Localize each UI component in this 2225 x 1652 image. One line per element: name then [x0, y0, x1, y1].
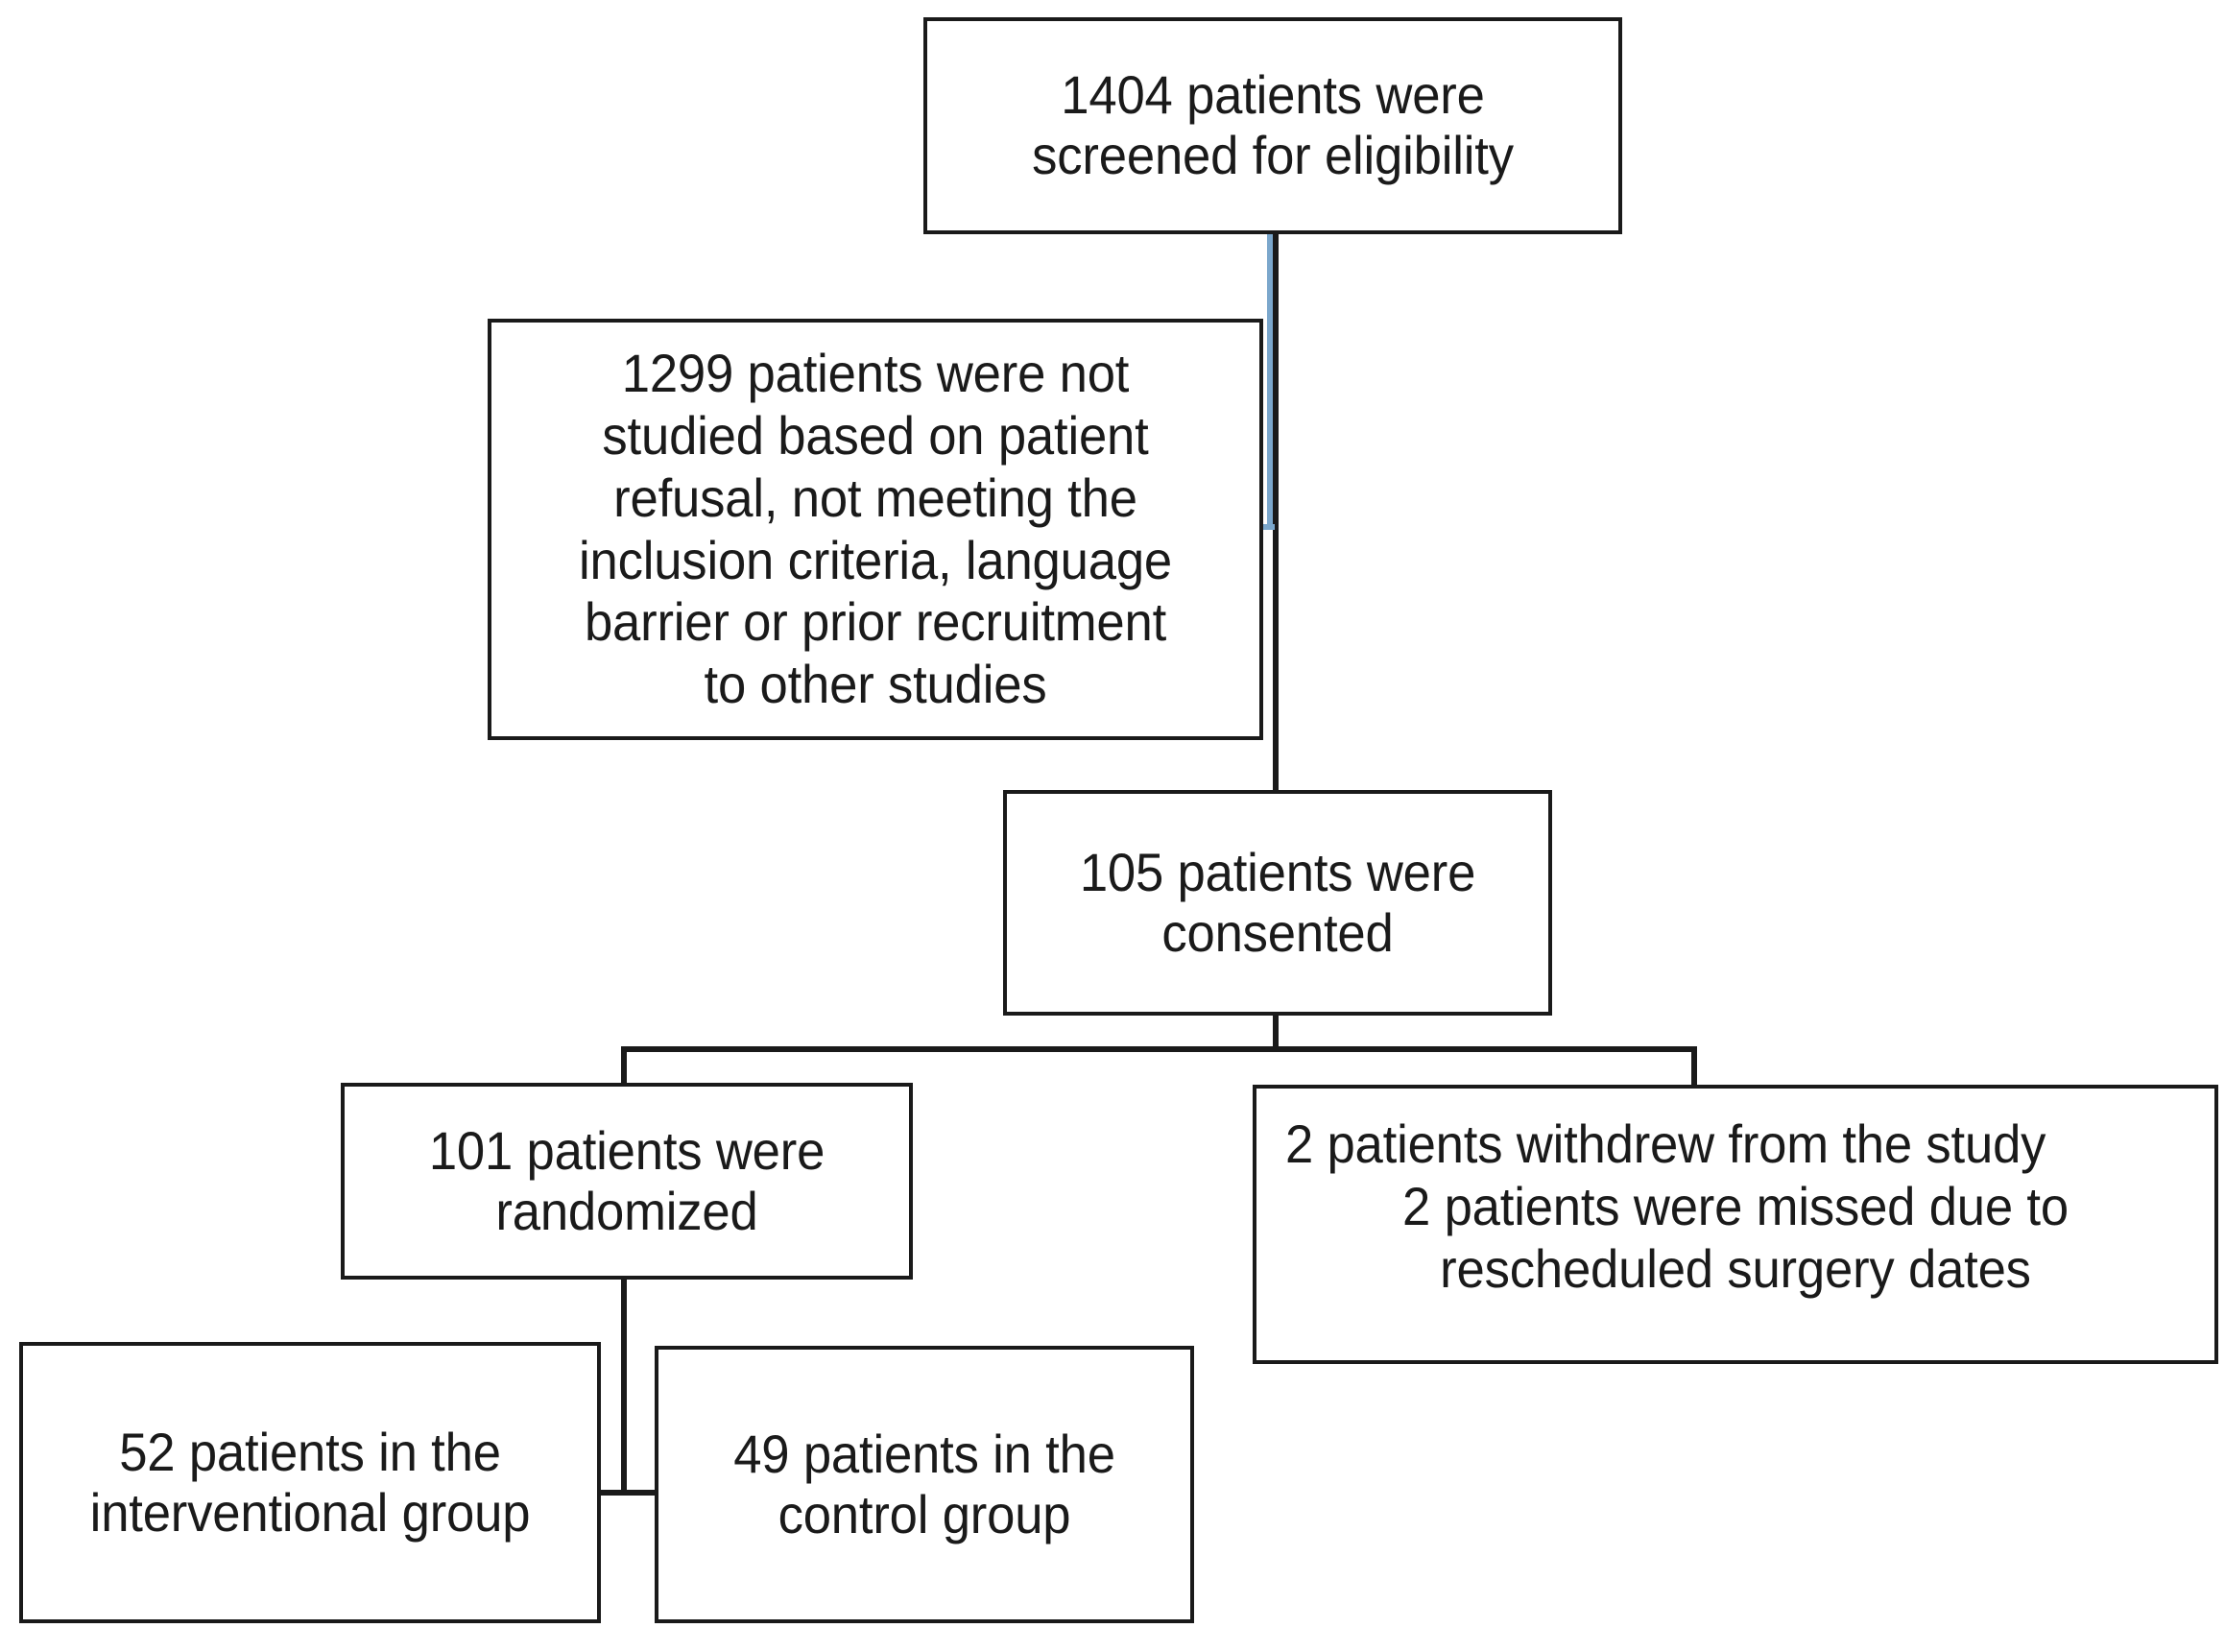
node-consented-label: 105 patients were consented	[1079, 841, 1476, 963]
node-withdrew-line-1: 2 patients withdrew from the study	[1284, 1113, 2046, 1174]
node-randomized-label: 101 patients were randomized	[428, 1119, 825, 1241]
node-not-studied: 1299 patients were not studied based on …	[488, 319, 1263, 740]
node-control-group-label: 49 patients in the control group	[733, 1423, 1115, 1544]
node-not-studied-label: 1299 patients were not studied based on …	[578, 342, 1173, 715]
connector-arms-horizontal-bar	[583, 1490, 661, 1496]
node-interventional-group: 52 patients in the interventional group	[19, 1342, 601, 1623]
node-consented: 105 patients were consented	[1003, 790, 1552, 1016]
connector-trunk-tint	[1267, 234, 1273, 528]
connector-split-to-withdrew	[1691, 1046, 1697, 1089]
connector-consented-down	[1273, 1012, 1279, 1052]
node-screened: 1404 patients were screened for eligibil…	[923, 17, 1622, 234]
node-control-group: 49 patients in the control group	[655, 1346, 1194, 1623]
node-withdrew-line-2: 2 patients were missed due to reschedule…	[1402, 1175, 2069, 1299]
connector-split-horizontal-bar	[621, 1046, 1697, 1052]
connector-split-to-randomized	[621, 1046, 627, 1087]
node-randomized: 101 patients were randomized	[341, 1083, 913, 1280]
node-screened-label: 1404 patients were screened for eligibil…	[1032, 64, 1514, 185]
connector-randomized-down	[621, 1277, 627, 1496]
node-interventional-group-label: 52 patients in the interventional group	[89, 1421, 531, 1543]
connector-screened-to-consented	[1273, 230, 1279, 793]
